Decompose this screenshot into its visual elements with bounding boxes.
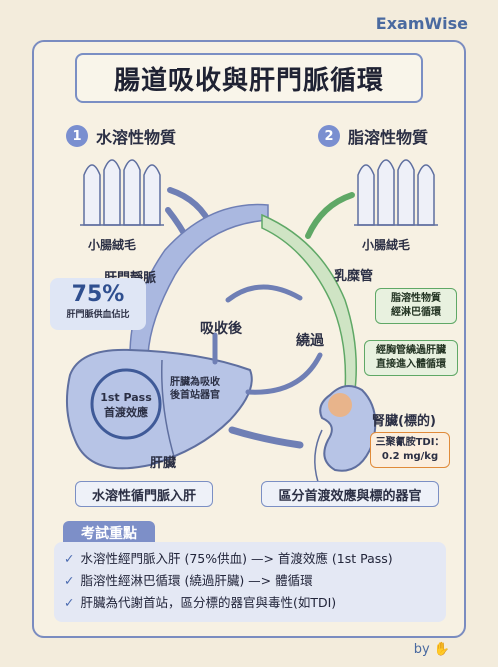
kidney-label: 腎臟(標的) xyxy=(372,414,436,429)
thoracic-duct-line: 直接進入體循環 xyxy=(376,359,446,370)
bottom-right-label: 區分首渡效應與標的器官 xyxy=(261,481,439,507)
lymph-arrow xyxy=(305,192,355,239)
section-number: 1 xyxy=(66,125,88,147)
bypass-label: 繞過 xyxy=(296,333,324,349)
exam-box: ✓ 水溶性經門脈入肝 (75%供血) —> 首渡效應 (1st Pass) ✓ 脂溶… xyxy=(54,542,446,622)
exam-item: ✓ 肝臟為代謝首站，區分標的器官與毒性(如TDI) xyxy=(64,592,436,614)
first-pass-line: 1st Pass xyxy=(100,391,152,404)
tdi-line: 三聚氰胺TDI： xyxy=(375,437,445,448)
exam-item: ✓ 脂溶性經淋巴循環 (繞過肝臟) —> 體循環 xyxy=(64,570,436,592)
lacteal-label: 乳糜管 xyxy=(334,269,374,284)
villi-left-label: 小腸絨毛 xyxy=(88,238,137,252)
thoracic-duct-line: 經胸管繞過肝臟 xyxy=(376,345,446,356)
tdi-line: 0.2 mg/kg xyxy=(381,451,439,462)
bottom-left-label: 水溶性循門脈入肝 xyxy=(75,481,213,507)
section-label: 水溶性物質 xyxy=(96,128,177,147)
tdi-box: 三聚氰胺TDI： 0.2 mg/kg xyxy=(370,432,450,468)
by-text: by xyxy=(413,642,430,657)
kidney-highlight xyxy=(328,393,352,417)
first-pass-label: 1st Pass 首渡效應 xyxy=(100,390,152,420)
villi-right-illustration xyxy=(354,159,438,226)
liver-lobe-line xyxy=(161,359,176,461)
absorb-after-label: 吸收後 xyxy=(200,321,242,337)
hand-icon: ✋ xyxy=(433,642,450,657)
check-icon: ✓ xyxy=(64,573,75,588)
exam-item-text: 水溶性經門脈入肝 (75%供血) —> 首渡效應 (1st Pass) xyxy=(80,551,393,566)
liver-desc: 肝臟為吸收 後首站器官 xyxy=(170,376,220,402)
check-icon: ✓ xyxy=(64,595,75,610)
liver-desc-line: 後首站器官 xyxy=(170,390,220,401)
portal-supply-percent: 75% xyxy=(71,282,125,307)
villi-right-label: 小腸絨毛 xyxy=(362,238,411,252)
lymph-route-box: 脂溶性物質 經淋巴循環 xyxy=(375,288,457,324)
check-icon: ✓ xyxy=(64,551,75,566)
section-fat-soluble: 2 脂溶性物質 xyxy=(318,124,428,148)
portal-supply-caption: 肝門脈供血佔比 xyxy=(66,310,130,320)
exam-item-text: 脂溶性經淋巴循環 (繞過肝臟) —> 體循環 xyxy=(80,573,313,588)
liver-desc-line: 肝臟為吸收 xyxy=(170,377,220,388)
cycle-arrows xyxy=(212,284,323,395)
portal-supply-box: 75% 肝門脈供血佔比 xyxy=(50,278,146,330)
page-title: 腸道吸收與肝門脈循環 xyxy=(75,53,423,103)
ureter xyxy=(314,429,323,483)
brand: ExamWise xyxy=(375,14,468,33)
thoracic-duct-box: 經胸管繞過肝臟 直接進入體循環 xyxy=(364,340,458,376)
lymph-route-line: 脂溶性物質 xyxy=(391,293,441,304)
lacteal-band xyxy=(261,213,357,391)
liver-label: 肝臟 xyxy=(150,456,177,471)
exam-item-text: 肝臟為代謝首站，區分標的器官與毒性(如TDI) xyxy=(80,595,337,610)
by-credit: by ✋ xyxy=(414,642,450,657)
section-label: 脂溶性物質 xyxy=(348,128,429,147)
villi-left-illustration xyxy=(80,159,164,226)
section-number: 2 xyxy=(318,125,340,147)
lymph-route-line: 經淋巴循環 xyxy=(391,307,441,318)
liver-to-kidney-arrow xyxy=(228,426,304,449)
section-water-soluble: 1 水溶性物質 xyxy=(66,124,176,148)
exam-title: 考試重點 xyxy=(63,521,155,545)
first-pass-circle xyxy=(90,368,162,440)
exam-item: ✓ 水溶性經門脈入肝 (75%供血) —> 首渡效應 (1st Pass) xyxy=(64,548,436,570)
first-pass-line: 首渡效應 xyxy=(104,406,148,419)
